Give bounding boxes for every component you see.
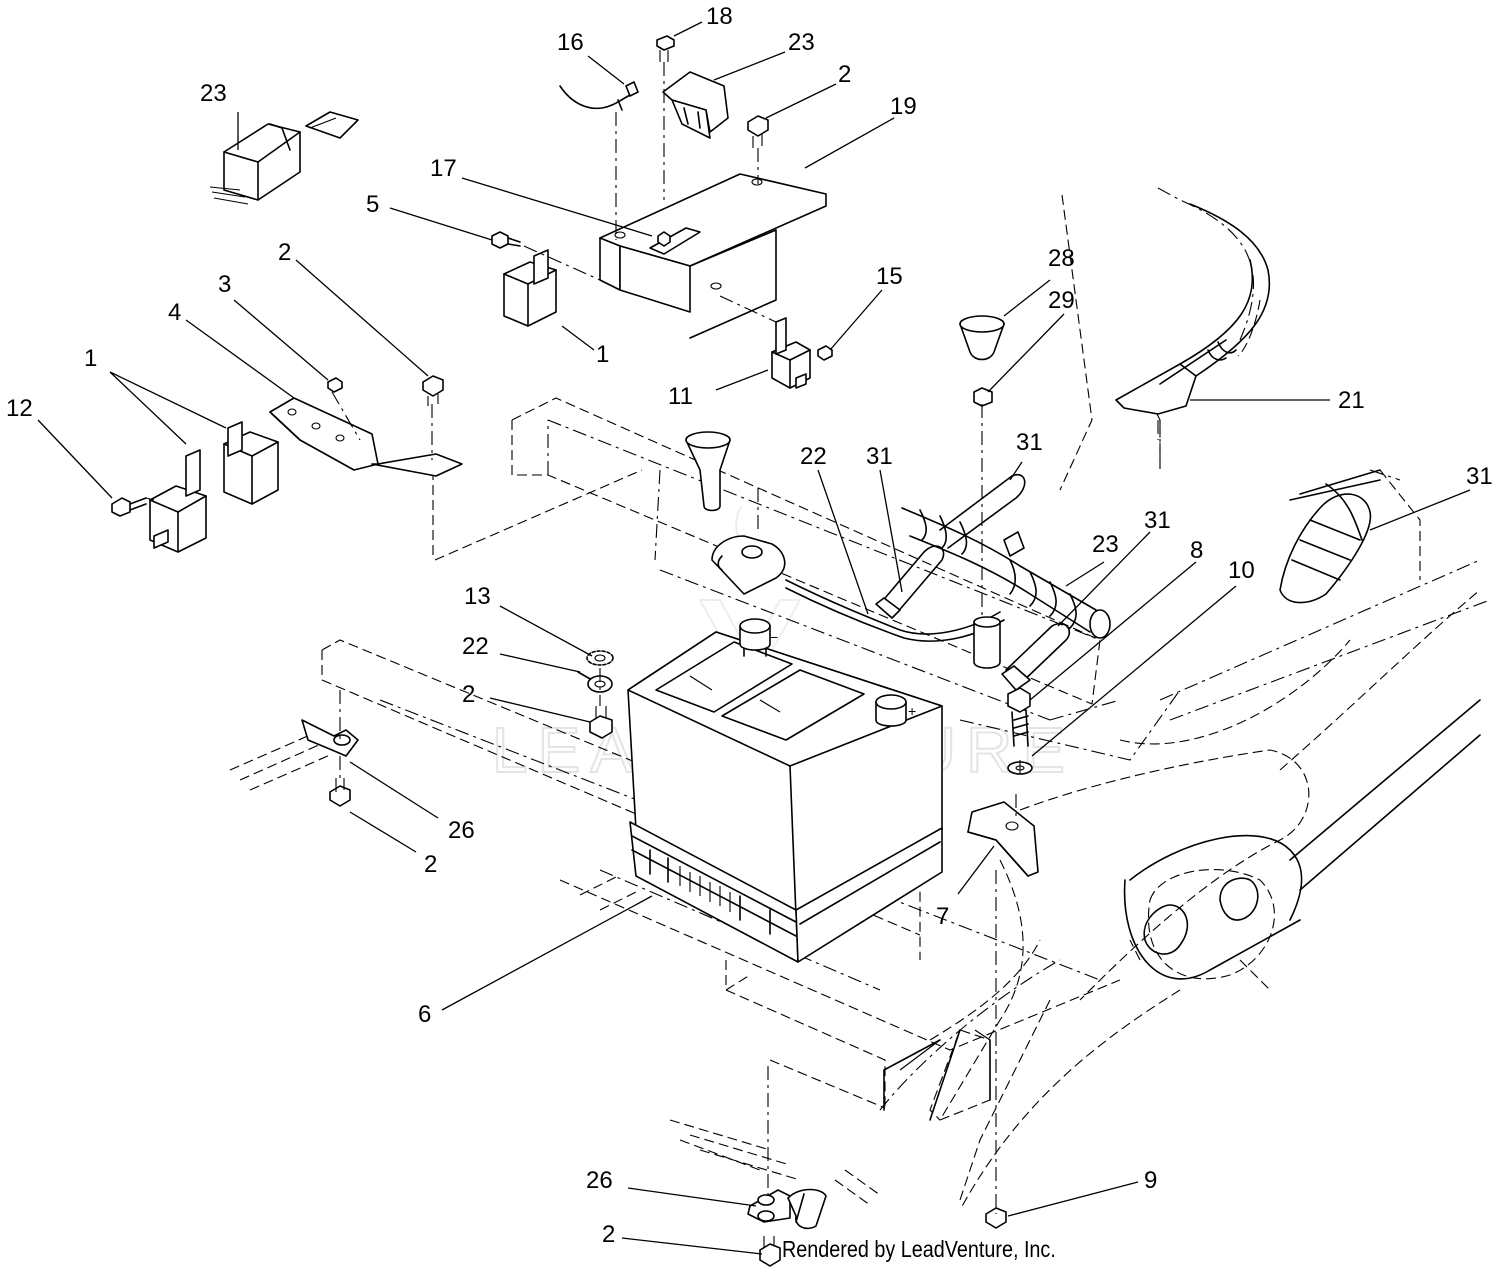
part-18-screw (656, 35, 675, 62)
svg-text:−: − (770, 629, 778, 645)
callout-23: 23 (200, 80, 227, 107)
callout-13: 13 (464, 583, 491, 610)
callout-7: 7 (936, 903, 949, 930)
part-19-relay-bracket (599, 173, 827, 339)
callout-18: 18 (706, 3, 733, 30)
harness-standoff (973, 616, 1001, 669)
callout-10: 10 (1228, 557, 1255, 584)
part-16-harness-clip (559, 81, 639, 111)
handle-grip-right (1279, 469, 1381, 604)
callout-16: 16 (557, 29, 584, 56)
part-22-battery-cable (711, 535, 1005, 642)
callout-2: 2 (838, 61, 851, 88)
part-12-screw (111, 497, 147, 517)
callout-26: 26 (448, 817, 475, 844)
callout-22: 22 (462, 633, 489, 660)
part-2-screw-battery (589, 706, 613, 739)
frame-rails (883, 699, 1481, 1121)
callout-2: 2 (278, 239, 291, 266)
part-31-cable-clamp-a (875, 545, 945, 619)
battery-cover-knob (685, 431, 731, 512)
part-26-clamp-left (301, 719, 359, 757)
part-22-ring-terminal (577, 671, 613, 693)
part-23-module-top (662, 71, 729, 139)
part-2-screw-mid-left (422, 375, 444, 406)
callout-21: 21 (1338, 387, 1365, 414)
part-21-grip (1115, 203, 1271, 415)
part-6-battery: + − (627, 618, 943, 963)
callout-1: 1 (596, 341, 609, 368)
part-29-nut (973, 387, 993, 407)
callout-23: 23 (1092, 531, 1119, 558)
assembly-centerlines (145, 62, 1159, 1214)
part-2-screw-lower-left (329, 778, 351, 807)
callout-31: 31 (1144, 507, 1171, 534)
callout-29: 29 (1048, 287, 1075, 314)
callout-26: 26 (586, 1167, 613, 1194)
part-23-module-left (209, 111, 359, 205)
callout-2: 2 (462, 681, 475, 708)
part-5-bolt (491, 231, 521, 249)
part-28-knob (959, 315, 1005, 361)
part-8-j-bolt (1007, 687, 1031, 747)
callout-1: 1 (84, 345, 97, 372)
callout-31: 31 (1016, 429, 1043, 456)
callout-8: 8 (1190, 537, 1203, 564)
callout-17: 17 (430, 155, 457, 182)
callout-28: 28 (1048, 245, 1075, 272)
part-23-cable-harness (901, 507, 1111, 639)
callout-6: 6 (418, 1001, 431, 1028)
part-15-nut (817, 345, 833, 361)
part-3-nut (327, 377, 343, 393)
part-2-screw-upper-right (747, 115, 769, 148)
leader-lines (37, 21, 1471, 1255)
part-31-cable-clamp-c (1001, 622, 1070, 691)
part-1-relay-left-front (149, 449, 207, 553)
callout-3: 3 (218, 271, 231, 298)
callout-31: 31 (866, 443, 893, 470)
part-7-battery-hold-down (967, 801, 1039, 877)
part-9-nut (985, 1207, 1007, 1229)
callout-9: 9 (1144, 1167, 1157, 1194)
part-4-relay-bracket (269, 397, 463, 477)
part-17-nut (657, 231, 671, 247)
callout-labels: 18 16 23 2 19 23 17 5 2 3 4 1 1 12 15 11… (6, 3, 1493, 1248)
callout-4: 4 (168, 299, 181, 326)
part-26-clamp-bottom (747, 1188, 827, 1230)
callout-23: 23 (788, 29, 815, 56)
callout-31: 31 (1466, 463, 1493, 490)
callout-5: 5 (366, 191, 379, 218)
part-1-relay-left-back (223, 421, 279, 505)
render-credit: Rendered by LeadVenture, Inc. (782, 1236, 1056, 1262)
callout-11: 11 (668, 383, 693, 410)
part-11-relay (771, 317, 811, 389)
callout-12: 12 (6, 395, 33, 422)
part-1-relay-upper (503, 249, 557, 327)
part-13-lock-washer (586, 650, 614, 666)
part-2-screw-bottom (759, 1236, 781, 1267)
callout-2: 2 (602, 1221, 615, 1248)
callout-19: 19 (890, 93, 917, 120)
callout-2: 2 (424, 851, 437, 878)
callout-15: 15 (876, 263, 903, 290)
callout-22: 22 (800, 443, 827, 470)
chassis-frame (229, 187, 1491, 1211)
svg-text:+: + (908, 703, 916, 719)
